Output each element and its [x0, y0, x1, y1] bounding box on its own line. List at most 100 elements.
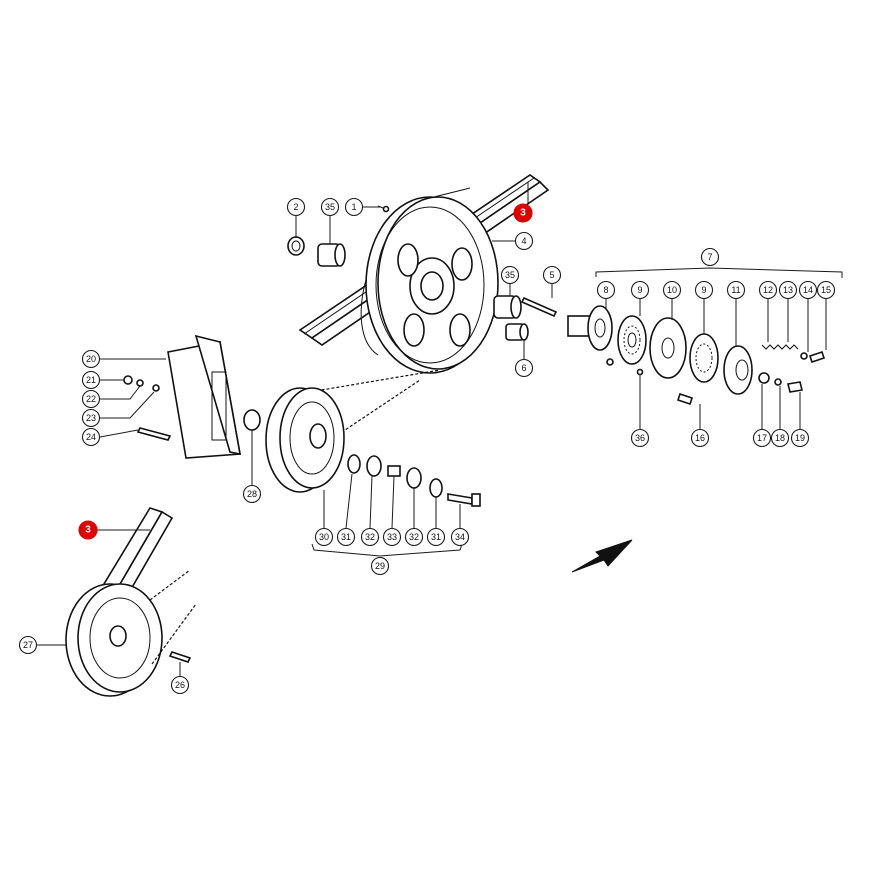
svg-text:31: 31: [341, 532, 351, 542]
callout-29: 29: [370, 556, 390, 576]
svg-text:3: 3: [85, 525, 91, 536]
callout-26: 26: [170, 675, 190, 695]
washer-14: [800, 352, 808, 360]
callout-1: 1: [344, 197, 364, 217]
callout-15: 15: [816, 280, 836, 300]
callout-35-right: 35: [500, 265, 520, 285]
svg-text:21: 21: [86, 375, 96, 385]
svg-text:32: 32: [409, 532, 419, 542]
callout-18: 18: [770, 428, 790, 448]
svg-text:35: 35: [325, 202, 335, 212]
key-26: [168, 651, 192, 663]
callout-13: 13: [778, 280, 798, 300]
svg-text:3: 3: [520, 208, 526, 219]
bolt-34: [447, 493, 481, 507]
svg-text:19: 19: [795, 433, 805, 443]
bracket-group-7: [595, 267, 843, 278]
svg-text:9: 9: [637, 285, 642, 295]
svg-text:5: 5: [549, 270, 554, 280]
callout-24: 24: [81, 427, 101, 447]
svg-text:20: 20: [86, 354, 96, 364]
key-5: [520, 296, 558, 318]
pressure-plate-11: [723, 345, 753, 395]
callout-3-upper: 3: [513, 203, 533, 223]
svg-text:24: 24: [86, 432, 96, 442]
callout-35-left: 35: [320, 197, 340, 217]
callout-32b: 32: [404, 527, 424, 547]
plate-10: [649, 317, 687, 379]
svg-text:30: 30: [319, 532, 329, 542]
svg-text:33: 33: [387, 532, 397, 542]
svg-text:16: 16: [695, 433, 705, 443]
callout-21: 21: [81, 370, 101, 390]
svg-text:4: 4: [521, 236, 526, 246]
svg-text:29: 29: [375, 561, 385, 571]
callout-33: 33: [382, 527, 402, 547]
callout-27: 27: [18, 635, 38, 655]
bearing-32b: [406, 467, 422, 489]
bolt-24: [136, 427, 172, 441]
ring-31b: [429, 478, 443, 498]
callout-12: 12: [758, 280, 778, 300]
svg-text:11: 11: [731, 285, 740, 295]
svg-text:2: 2: [293, 202, 298, 212]
callout-3-lower: 3: [78, 520, 98, 540]
callout-36: 36: [630, 428, 650, 448]
pulley-30: [265, 387, 345, 493]
svg-text:8: 8: [603, 285, 608, 295]
svg-text:34: 34: [455, 532, 465, 542]
svg-text:32: 32: [365, 532, 375, 542]
callout-22: 22: [81, 389, 101, 409]
callout-31b: 31: [426, 527, 446, 547]
svg-text:15: 15: [821, 285, 831, 295]
callout-7: 7: [700, 247, 720, 267]
ring-31a: [347, 454, 361, 474]
svg-text:31: 31: [431, 532, 441, 542]
bracket-group-29: [311, 543, 463, 557]
screw-16: [676, 392, 694, 406]
callout-28: 28: [242, 484, 262, 504]
callout-6: 6: [514, 358, 534, 378]
svg-text:22: 22: [86, 394, 96, 404]
svg-text:18: 18: [775, 433, 785, 443]
callout-14: 14: [798, 280, 818, 300]
svg-text:10: 10: [667, 285, 677, 295]
callout-16: 16: [690, 428, 710, 448]
nut-21: [123, 375, 133, 385]
bolt-15: [808, 350, 826, 364]
screw-36: [606, 358, 644, 376]
callout-11: 11: [726, 280, 746, 300]
svg-text:28: 28: [247, 489, 257, 499]
friction-disc-9a: [617, 315, 647, 365]
svg-text:35: 35: [505, 270, 515, 280]
svg-text:26: 26: [175, 680, 185, 690]
friction-disc-9b: [689, 333, 719, 383]
washer-23: [152, 384, 160, 392]
callout-9b: 9: [694, 280, 714, 300]
bushing-28: [243, 409, 261, 431]
callout-9a: 9: [630, 280, 650, 300]
bushing-35-right: [493, 295, 522, 319]
callout-30: 30: [314, 527, 334, 547]
callout-23: 23: [81, 408, 101, 428]
bearing-2: [287, 236, 305, 256]
spacer-33: [387, 465, 401, 477]
callout-4: 4: [514, 231, 534, 251]
callout-32a: 32: [360, 527, 380, 547]
callout-31a: 31: [336, 527, 356, 547]
washer-22: [136, 379, 144, 387]
svg-text:12: 12: [763, 285, 773, 295]
callout-20: 20: [81, 349, 101, 369]
svg-text:17: 17: [757, 433, 767, 443]
direction-arrow-icon: [571, 539, 633, 573]
nut-17-washer-18-bolt-19: [758, 372, 803, 393]
callout-2: 2: [286, 197, 306, 217]
svg-text:27: 27: [23, 640, 33, 650]
svg-text:23: 23: [86, 413, 96, 423]
bearing-32a: [366, 455, 382, 477]
callout-34: 34: [450, 527, 470, 547]
callout-17: 17: [752, 428, 772, 448]
callout-8: 8: [596, 280, 616, 300]
svg-text:36: 36: [635, 433, 645, 443]
